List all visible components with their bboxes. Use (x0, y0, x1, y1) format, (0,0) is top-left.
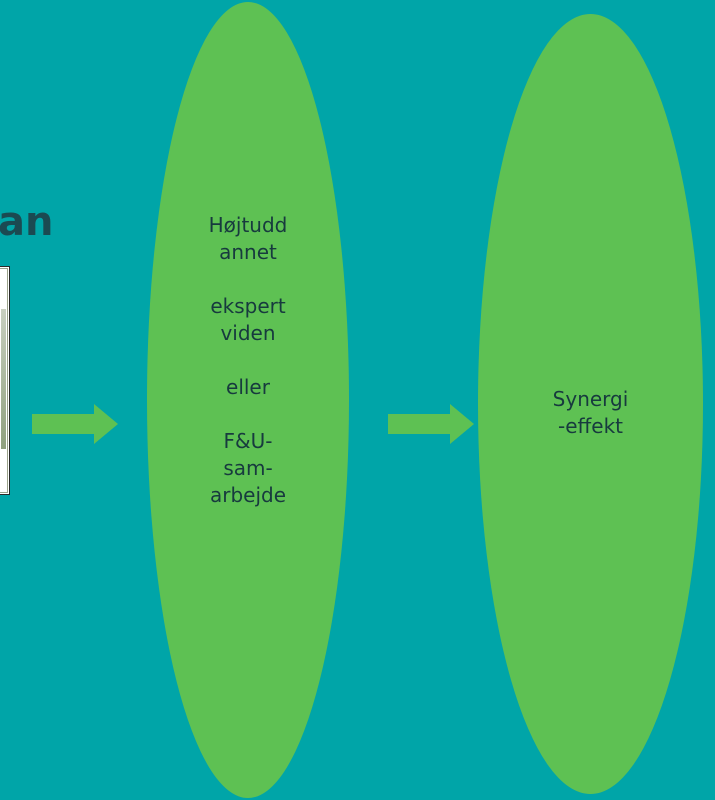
arrow-right-icon (32, 404, 118, 444)
slide-heading-fragment: an (0, 199, 54, 245)
arrow-right-icon (388, 404, 474, 444)
ellipse-expertise-line: arbejde (209, 483, 287, 507)
photo-thumbnail (0, 266, 10, 495)
ellipse-expertise: Højtudd annet ekspert viden eller F&U- s… (147, 2, 349, 798)
ellipse-expertise-line: viden (220, 321, 276, 345)
ellipse-expertise-line: ekspert (210, 294, 286, 318)
ellipse-expertise-line: eller (226, 375, 270, 399)
ellipse-expertise-text: Højtudd annet ekspert viden eller F&U- s… (147, 212, 349, 509)
ellipse-expertise-line: F&U- (223, 429, 273, 453)
photo-inner-border (0, 268, 8, 493)
ellipse-synergy: Synergi -effekt (478, 14, 703, 794)
ellipse-synergy-text: Synergi -effekt (478, 386, 703, 440)
ellipse-expertise-line: annet (219, 240, 277, 264)
ellipse-expertise-line: Højtudd (208, 213, 288, 237)
ellipse-synergy-line: Synergi (552, 387, 629, 411)
ellipse-synergy-line: -effekt (557, 414, 624, 438)
ellipse-expertise-line: sam- (223, 456, 273, 480)
photo-image-edge (1, 309, 6, 449)
